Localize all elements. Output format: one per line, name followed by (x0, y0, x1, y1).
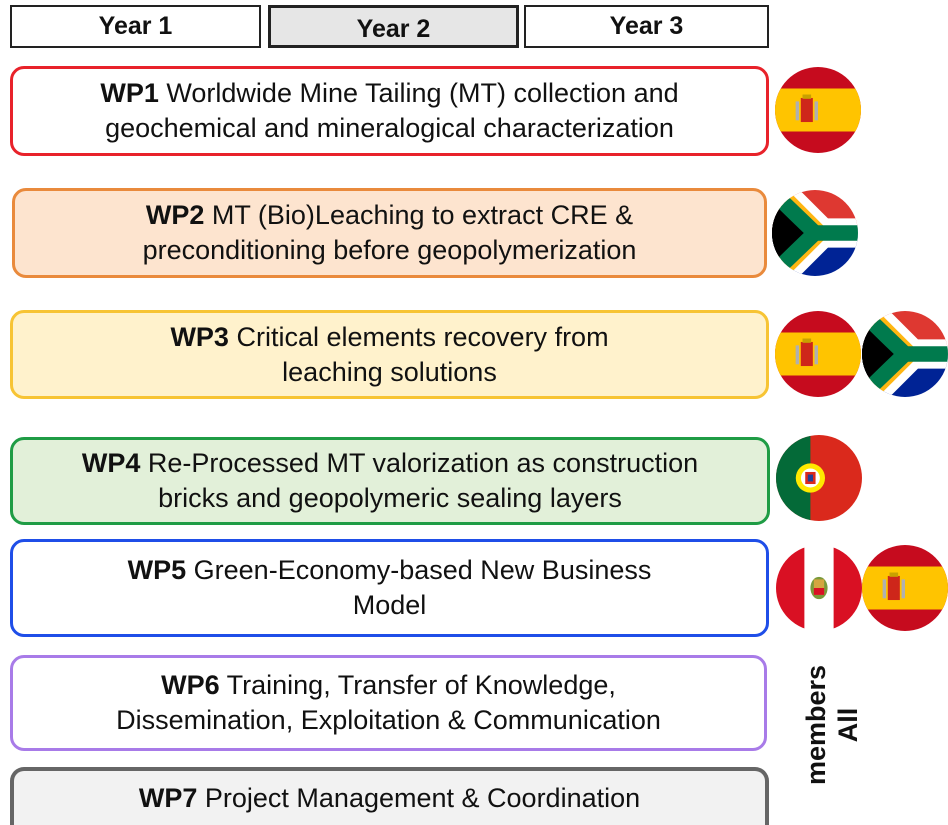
wp7-line1: Project Management & Coordination (204, 782, 641, 813)
spain-flag-icon (862, 545, 948, 631)
year-3-label: Year 3 (609, 12, 684, 40)
wp3-line2: leaching solutions (282, 356, 497, 387)
wp3-id: WP3 (170, 321, 229, 352)
all-members-line1: All (833, 707, 863, 743)
wp5-id: WP5 (127, 555, 187, 586)
wp2-box: WP2 MT (Bio)Leaching to extract CRE & pr… (12, 188, 767, 278)
all-members-label: members All (800, 650, 864, 800)
wp7-box: WP7 Project Management & Coordination (10, 767, 769, 825)
wp4-line1: Re-Processed MT valorization as construc… (147, 448, 699, 479)
all-members-line2: members (801, 664, 831, 786)
year-3-header: Year 3 (524, 5, 769, 48)
wp4-box: WP4 Re-Processed MT valorization as cons… (10, 437, 770, 525)
wp5-line2: Model (352, 590, 427, 620)
wp6-line2: Dissemination, Exploitation & Communicat… (116, 705, 661, 735)
wp2-line2: preconditioning before geopolymerization (142, 235, 637, 265)
wp4-id: WP4 (81, 448, 141, 479)
wp5-box: WP5 Green-Economy-based New Business Mod… (10, 539, 769, 637)
year-timeline: Year 1 Year 2 Year 3 (10, 5, 769, 52)
wp7-text: WP7 Project Management & Coordination (139, 781, 640, 816)
wp5-line1: Green-Economy-based New Business (193, 555, 652, 586)
wp6-text: WP6 Training, Transfer of Knowledge, Dis… (116, 668, 661, 737)
wp4-line2: bricks and geopolymeric sealing layers (158, 483, 622, 513)
wp7-id: WP7 (138, 782, 198, 813)
south-africa-flag-icon (862, 311, 948, 397)
year-1-label: Year 1 (98, 12, 173, 40)
spain-flag-icon (775, 67, 861, 153)
wp2-id: WP2 (145, 200, 205, 231)
wp1-box: WP1 Worldwide Mine Tailing (MT) collecti… (10, 66, 769, 156)
south-africa-flag-icon (772, 190, 858, 276)
year-2-header: Year 2 (268, 5, 519, 48)
spain-flag-icon (775, 311, 861, 397)
wp2-line1: MT (Bio)Leaching to extract CRE & (211, 200, 634, 231)
wp3-line1: Critical elements recovery from (236, 321, 609, 352)
wp2-text: WP2 MT (Bio)Leaching to extract CRE & pr… (143, 198, 637, 267)
wp6-line1: Training, Transfer of Knowledge, (226, 670, 616, 701)
year-1-header: Year 1 (10, 5, 261, 48)
peru-flag-icon (776, 545, 862, 631)
wp3-text: WP3 Critical elements recovery from leac… (170, 320, 608, 389)
wp1-id: WP1 (100, 78, 159, 109)
wp4-text: WP4 Re-Processed MT valorization as cons… (82, 446, 698, 515)
portugal-flag-icon (776, 435, 862, 521)
wp6-box: WP6 Training, Transfer of Knowledge, Dis… (10, 655, 767, 751)
year-2-label: Year 2 (356, 15, 431, 43)
wp1-line2: geochemical and mineralogical characteri… (105, 113, 674, 143)
wp1-line1: Worldwide Mine Tailing (MT) collection a… (166, 78, 679, 109)
wp1-text: WP1 Worldwide Mine Tailing (MT) collecti… (100, 76, 678, 145)
wp3-box: WP3 Critical elements recovery from leac… (10, 310, 769, 399)
wp6-id: WP6 (161, 670, 220, 701)
wp5-text: WP5 Green-Economy-based New Business Mod… (128, 553, 652, 622)
